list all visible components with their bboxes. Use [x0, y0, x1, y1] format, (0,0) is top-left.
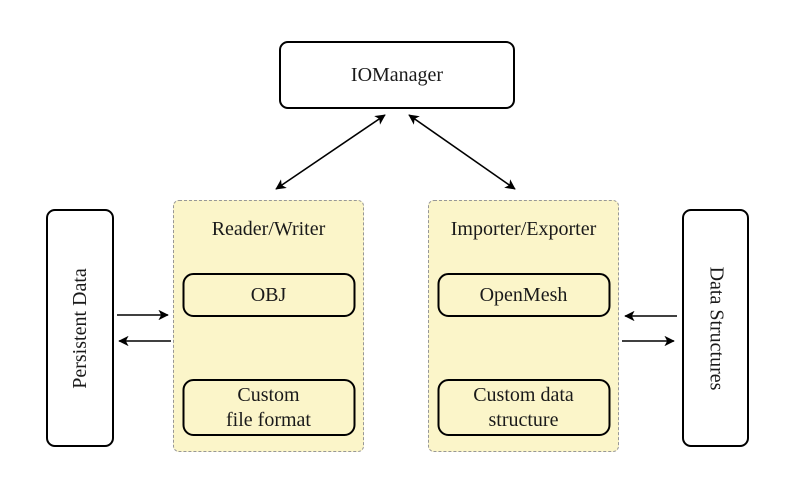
node-custom-file-format: Custom file format — [182, 379, 355, 436]
importer-exporter-title: Importer/Exporter — [450, 218, 597, 240]
edge-iomanager-importer-exporter — [408, 114, 516, 190]
obj-label-line1: OBJ — [250, 283, 287, 306]
custom-file-format-line1: Custom — [237, 383, 300, 406]
node-iomanager: IOManager — [279, 41, 515, 109]
node-obj: OBJ — [182, 273, 355, 317]
iomanager-label: IOManager — [350, 63, 444, 86]
data-structures-label: Data Structures — [705, 266, 728, 390]
custom-file-format-line2: file format — [226, 408, 311, 431]
node-openmesh: OpenMesh — [437, 273, 610, 317]
persistent-data-label: Persistent Data — [68, 267, 91, 389]
group-importer-exporter: Importer/Exporter OpenMesh ⋮ Custom data… — [428, 200, 619, 452]
custom-data-structure-line1: Custom data — [473, 383, 574, 406]
node-data-structures: Data Structures — [682, 209, 749, 447]
group-reader-writer: Reader/Writer OBJ ⋮ Custom file format — [173, 200, 364, 452]
node-persistent-data: Persistent Data — [46, 209, 114, 447]
openmesh-label-line1: OpenMesh — [479, 283, 568, 306]
custom-data-structure-line2: structure — [488, 408, 559, 431]
reader-writer-title: Reader/Writer — [211, 218, 326, 240]
edge-iomanager-reader-writer — [275, 114, 386, 190]
node-custom-data-structure: Custom data structure — [437, 379, 610, 436]
